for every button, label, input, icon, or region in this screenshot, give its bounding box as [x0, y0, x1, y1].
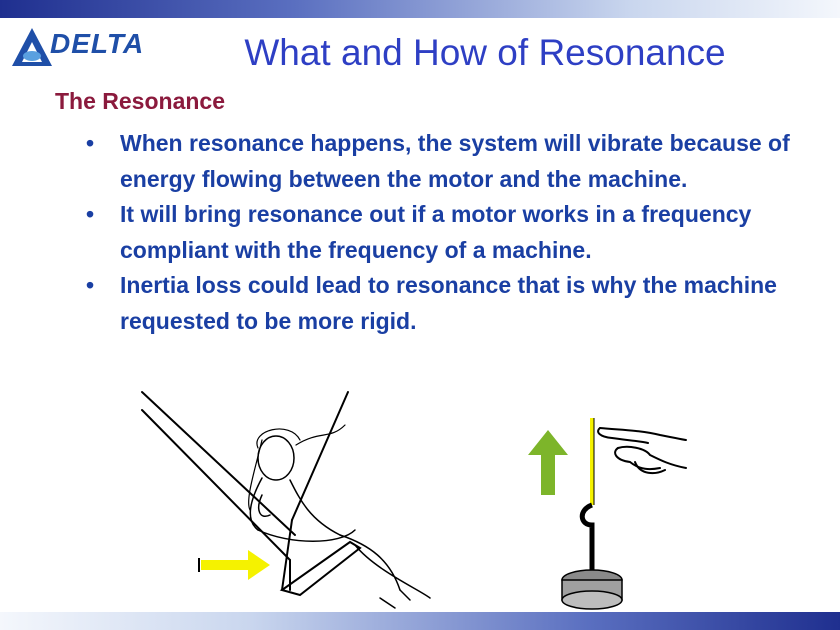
section-heading: The Resonance	[55, 88, 225, 114]
slide-title: What and How of Resonance	[244, 32, 726, 73]
bullet-item: • When resonance happens, the system wil…	[78, 126, 818, 197]
bullet-text: Inertia loss could lead to resonance tha…	[120, 272, 777, 334]
bullet-glyph: •	[86, 272, 95, 298]
bullet-item: • Inertia loss could lead to resonance t…	[78, 268, 818, 339]
yellow-right-arrow-icon	[198, 550, 270, 580]
hanging-weight-drawing-icon	[561, 418, 623, 610]
green-up-arrow-icon	[528, 430, 568, 495]
delta-logo: DELTA	[10, 24, 150, 70]
bullet-text: It will bring resonance out if a motor w…	[120, 201, 752, 263]
logo-text: DELTA	[50, 28, 145, 59]
bottom-gradient-bar	[0, 612, 840, 630]
bullet-list: • When resonance happens, the system wil…	[78, 126, 818, 339]
bullet-text: When resonance happens, the system will …	[120, 130, 790, 192]
pointing-hand-drawing-icon	[597, 427, 687, 475]
resonance-illustration	[141, 391, 687, 610]
delta-triangle-logo-icon	[12, 28, 52, 66]
top-gradient-bar	[0, 0, 840, 18]
bullet-glyph: •	[86, 201, 95, 227]
bullet-glyph: •	[86, 130, 95, 156]
bullet-item: • It will bring resonance out if a motor…	[78, 197, 818, 268]
girl-on-swing-drawing-icon	[141, 391, 431, 609]
